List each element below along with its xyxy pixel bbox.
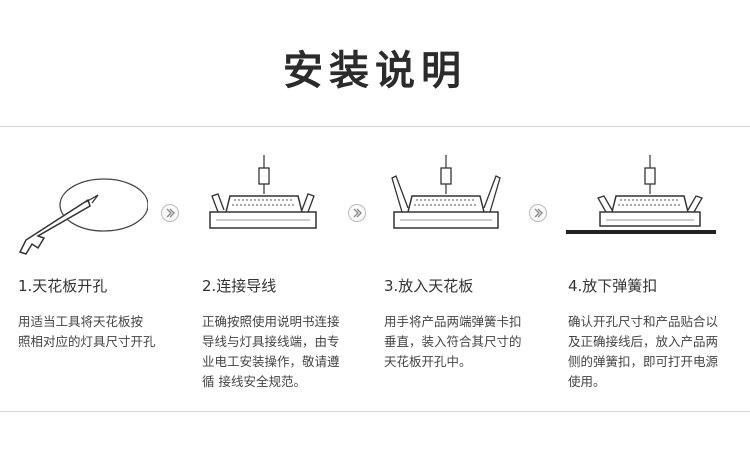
step-2-desc-line: 循 接线安全规范。 (202, 374, 306, 389)
step-3-desc-line: 垂直，装入符合其尺寸的 (384, 334, 522, 349)
step-4-desc-line: 侧的弹簧扣，即可打开电源 (568, 354, 719, 369)
step-1-desc-line: 照相对应的灯具尺寸开孔 (18, 334, 156, 349)
step-4-description: 确认开孔尺寸和产品贴合以 及正确接线后，放入产品两 侧的弹簧扣，即可打开电源 使… (568, 312, 718, 392)
page-title: 安装说明 (283, 48, 467, 94)
step-3-desc-line: 天花板开孔中。 (384, 354, 472, 369)
step-2-title: 2.连接导线 (202, 277, 277, 295)
top-divider (0, 126, 750, 127)
bottom-divider (0, 411, 750, 412)
insert-ceiling-illustration (391, 155, 501, 229)
wire-connect-illustration (209, 155, 317, 229)
next-arrow-icon (348, 204, 366, 222)
step-1-title: 1.天花板开孔 (18, 277, 108, 295)
step-3-title: 3.放入天花板 (384, 277, 474, 295)
step-1-description: 用适当工具将天花板按 照相对应的灯具尺寸开孔 (18, 312, 156, 352)
step-2-desc-line: 导线与灯具接线端，由专 (202, 334, 340, 349)
spring-clip-illustration (566, 155, 716, 234)
step-3-description: 用手将产品两端弹簧卡扣 垂直，装入符合其尺寸的 天花板开孔中。 (384, 312, 522, 372)
next-arrow-icon (529, 204, 547, 222)
step-4-title: 4.放下弹簧扣 (568, 277, 658, 295)
step-2-desc-line: 业电工安装操作，敬请遵 (202, 354, 340, 369)
knife-cut-illustration (18, 178, 148, 255)
step-2-desc-line: 正确按照使用说明书连接 (202, 314, 340, 329)
step-3-desc-line: 用手将产品两端弹簧卡扣 (384, 314, 522, 329)
step-4-desc-line: 及正确接线后，放入产品两 (568, 334, 719, 349)
step-2-description: 正确按照使用说明书连接 导线与灯具接线端，由专 业电工安装操作，敬请遵 循 接线… (202, 312, 340, 392)
next-arrow-icon (161, 204, 179, 222)
step-4-desc-line: 使用。 (568, 374, 606, 389)
step-4-desc-line: 确认开孔尺寸和产品贴合以 (568, 314, 719, 329)
step-1-desc-line: 用适当工具将天花板按 (18, 314, 144, 329)
